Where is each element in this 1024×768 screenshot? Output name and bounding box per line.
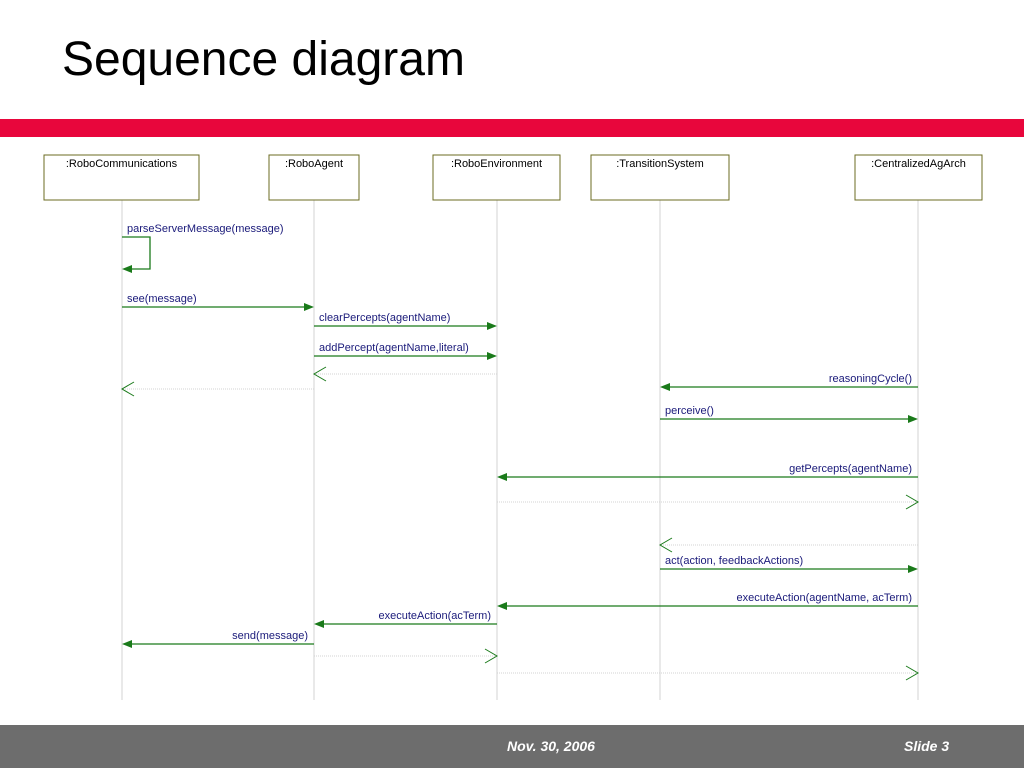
message-15-label: send(message) <box>232 630 308 642</box>
message-7-label: reasoningCycle() <box>829 373 912 385</box>
message-17-arrowhead <box>905 665 919 681</box>
message-16-arrowhead <box>484 648 498 664</box>
footer-band <box>0 725 1024 768</box>
slide-title: Sequence diagram <box>62 33 465 86</box>
lifeline-label-env: :RoboEnvironment <box>451 158 542 170</box>
message-8-label: perceive() <box>665 405 714 417</box>
message-10-arrowhead <box>905 494 919 510</box>
footer-slide-number: Slide 3 <box>904 738 950 754</box>
message-9-arrowhead <box>497 473 507 481</box>
message-5-arrowhead <box>313 366 327 382</box>
message-13-arrowhead <box>497 602 507 610</box>
lifeline-label-agent: :RoboAgent <box>285 158 343 170</box>
message-7-arrowhead <box>660 383 670 391</box>
message-13-label: executeAction(agentName, acTerm) <box>737 592 912 604</box>
lifeline-box-agent <box>268 154 360 201</box>
message-11-arrowhead <box>659 537 673 553</box>
message-9-label: getPercepts(agentName) <box>789 463 912 475</box>
message-1-arrowhead <box>122 265 132 273</box>
lifeline-box-ts <box>590 154 730 201</box>
lifeline-label-ts: :TransitionSystem <box>616 158 704 170</box>
accent-band <box>0 119 1024 137</box>
message-4-label: addPercept(agentName,literal) <box>319 342 469 354</box>
message-12-label: act(action, feedbackActions) <box>665 555 803 567</box>
lifeline-box-comm <box>43 154 200 201</box>
message-1-label: parseServerMessage(message) <box>127 223 284 235</box>
message-6-arrowhead <box>121 381 135 397</box>
message-2-label: see(message) <box>127 293 197 305</box>
sequence-diagram: :RoboCommunications :RoboAgent :RoboEnviro… <box>43 154 983 700</box>
message-15-arrowhead <box>122 640 132 648</box>
lifeline-box-arch <box>854 154 983 201</box>
message-8-arrowhead <box>908 415 918 423</box>
message-12-arrowhead <box>908 565 918 573</box>
lifeline-label-arch: :CentralizedAgArch <box>871 158 966 170</box>
footer-date: Nov. 30, 2006 <box>507 738 595 754</box>
lifeline-label-comm: :RoboCommunications <box>66 158 178 170</box>
lifeline-box-env <box>432 154 561 201</box>
message-4-arrowhead <box>487 352 497 360</box>
message-14-arrowhead <box>314 620 324 628</box>
message-14-label: executeAction(acTerm) <box>379 610 492 622</box>
message-3-label: clearPercepts(agentName) <box>319 312 450 324</box>
message-3-arrowhead <box>487 322 497 330</box>
message-1-line <box>122 236 151 270</box>
message-2-arrowhead <box>304 303 314 311</box>
